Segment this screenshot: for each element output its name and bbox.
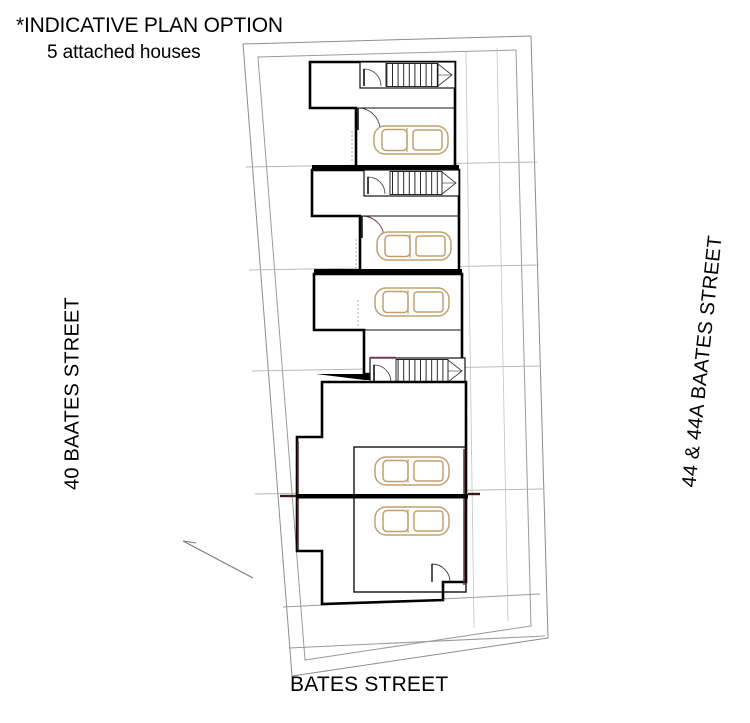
leader-line	[182, 540, 254, 579]
label-bottom-street: BATES STREET	[290, 673, 449, 696]
page-subtitle: 5 attached houses	[47, 42, 201, 63]
unit-1	[308, 60, 457, 170]
unit-4	[316, 356, 466, 385]
unit-5-entry-door	[431, 563, 451, 583]
unit-2-entry-door	[367, 176, 386, 195]
unit-1-entry-door	[363, 68, 382, 87]
unit-2	[310, 168, 461, 274]
unit-2-stair	[363, 169, 460, 197]
unit-5-car-1	[374, 456, 450, 486]
unit-5-garage	[353, 446, 467, 593]
unit-4-stair	[369, 356, 466, 385]
setback-guide-lines	[465, 47, 509, 629]
unit-5-walls	[295, 380, 468, 606]
unit-5-car-2	[374, 506, 450, 536]
site-boundary-outer	[242, 35, 549, 677]
unit-5	[280, 380, 480, 606]
unit-1-stair	[359, 61, 456, 89]
unit-4-entry-door	[373, 364, 392, 383]
unit-5-mid-wall	[296, 494, 468, 499]
label-left-street: 40 BAATES STREET	[61, 297, 84, 490]
unit-1-car	[373, 125, 449, 155]
site-boundary-inner	[257, 49, 532, 661]
page-title: *INDICATIVE PLAN OPTION	[16, 14, 283, 37]
unit-2-car	[376, 231, 452, 261]
party-wall-1-2	[312, 165, 459, 170]
party-wall-2-3	[314, 269, 462, 274]
unit-3	[312, 272, 464, 376]
unit-3-car	[374, 287, 450, 317]
